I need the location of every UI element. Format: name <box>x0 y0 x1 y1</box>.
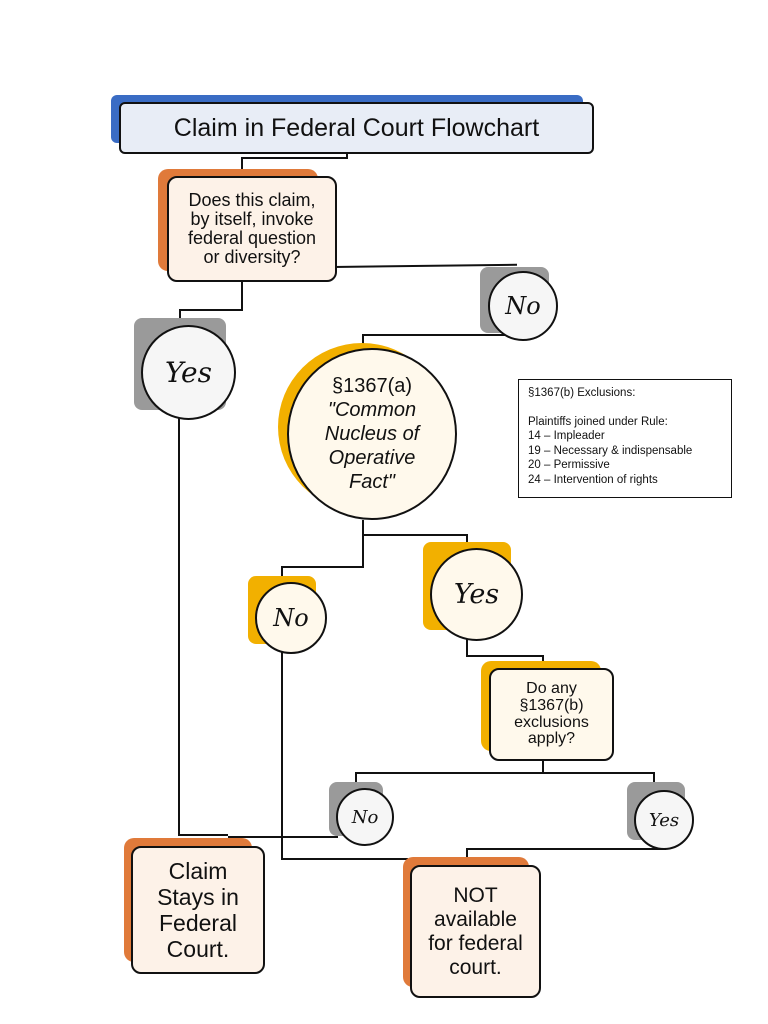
connector <box>281 566 283 584</box>
exclusion-item: 20 – Permissive <box>528 459 610 471</box>
connector <box>355 772 655 774</box>
exclusion-item: 19 – Necessary & indispensable <box>528 444 693 457</box>
exclusions-note: §1367(b) Exclusions: Plaintiffs joined u… <box>518 379 732 498</box>
connector <box>466 625 468 657</box>
exclusion-item: 14 – Impleader <box>528 430 605 442</box>
connector <box>362 534 468 536</box>
connector <box>179 309 243 311</box>
question-federal-jurisdiction: Does this claim, by itself, invoke feder… <box>167 176 337 282</box>
exclusions-subheading: Plaintiffs joined under Rule: <box>528 415 668 428</box>
connector <box>281 566 364 568</box>
connector <box>281 652 283 860</box>
connector <box>178 834 228 836</box>
connector <box>362 334 364 346</box>
connector <box>241 157 348 159</box>
connector <box>466 848 468 860</box>
answer-yes-1: Yes <box>141 325 236 420</box>
question-exclusions: Do any §1367(b) exclusions apply? <box>489 668 614 761</box>
connector <box>179 309 181 325</box>
answer-no-3: No <box>336 788 394 846</box>
exclusion-item: 24 – Intervention of rights <box>528 473 658 486</box>
exclusions-heading: §1367(b) Exclusions: <box>528 387 636 399</box>
common-nucleus-node: §1367(a) "Common Nucleus of Operative Fa… <box>287 348 457 520</box>
connector <box>241 157 243 171</box>
connector <box>281 858 408 860</box>
answer-no-1: No <box>488 271 558 341</box>
outcome-not-available: NOT available for federal court. <box>410 865 541 998</box>
answer-no-2: No <box>255 582 327 654</box>
connector <box>466 655 544 657</box>
connector <box>355 772 357 790</box>
connector <box>466 848 666 850</box>
answer-yes-3: Yes <box>634 790 694 850</box>
page-title: Claim in Federal Court Flowchart <box>119 102 594 154</box>
connector <box>542 760 544 774</box>
connector <box>228 836 338 838</box>
outcome-stays-in-federal-court: Claim Stays in Federal Court. <box>131 846 265 974</box>
connector <box>362 520 364 568</box>
connector <box>241 280 243 311</box>
answer-yes-2: Yes <box>430 548 523 641</box>
connector <box>362 334 509 336</box>
connector <box>178 418 180 836</box>
